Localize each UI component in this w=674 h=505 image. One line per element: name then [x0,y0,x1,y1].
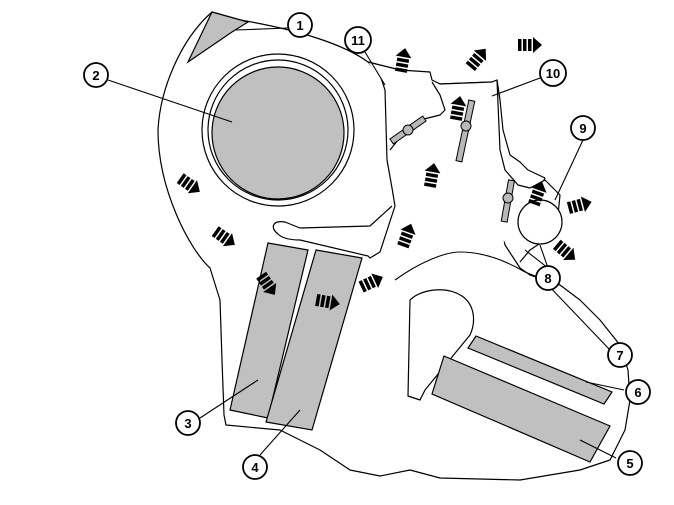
airflow-arrow-icon [397,223,416,249]
airflow-arrow-icon [256,271,277,295]
lead-11 [364,51,386,86]
lead-4 [259,409,301,456]
component-7-flap [394,251,546,281]
damper-flap-icon [389,115,427,145]
callout-6: 6 [625,379,651,405]
svg-text:8: 8 [544,271,551,286]
svg-text:6: 6 [634,385,641,400]
svg-text:11: 11 [351,33,365,48]
heater-chamber [407,289,475,401]
lead-10 [491,77,541,97]
airflow-arrow-icon [358,273,383,293]
airflow-arrows [176,37,592,311]
callout-9: 9 [570,115,596,141]
airflow-arrow-icon [450,96,467,121]
svg-text:4: 4 [251,460,259,475]
svg-text:3: 3 [184,416,191,431]
svg-text:5: 5 [626,456,633,471]
airflow-arrow-icon [176,173,200,194]
svg-text:2: 2 [92,68,99,83]
lead-8b [524,249,549,269]
airflow-arrow-icon [395,48,412,73]
callout-2: 2 [83,62,109,88]
airflow-arrow-icon [424,163,441,188]
callout-7: 7 [607,342,633,368]
lead-2 [107,79,233,123]
airflow-arrow-icon [465,48,487,72]
component-6 [467,335,613,405]
svg-text:9: 9 [579,121,586,136]
damper-flap-icon [455,99,476,163]
lead-8a [539,244,549,269]
component-1 [186,11,250,64]
lead-9 [554,139,584,201]
airflow-arrow-icon [552,239,576,261]
damper-flap-icon [500,179,516,223]
lead-1 [235,27,289,31]
airflow-arrow-icon [566,196,592,214]
component-2 [211,66,345,200]
component-4 [265,249,363,431]
airflow-arrow-icon [315,294,340,311]
callout-8: 8 [535,265,561,291]
callout-4: 4 [242,454,268,480]
component-5 [431,355,611,463]
lead-7 [544,281,611,351]
callout-1: 1 [287,12,313,38]
airflow-arrow-icon [211,226,235,247]
callout-11: 11 [344,26,372,54]
lead-5 [579,439,617,459]
lead-6 [585,381,625,391]
callout-10: 10 [539,59,567,87]
svg-text:7: 7 [616,348,623,363]
callout-5: 5 [617,450,643,476]
airflow-arrow-icon [528,181,547,207]
callout-3: 3 [175,410,201,436]
airflow-arrow-icon [518,37,542,53]
lead-3 [199,379,259,419]
component-9-circle [517,199,563,245]
svg-text:10: 10 [546,66,560,81]
svg-text:1: 1 [296,18,303,33]
